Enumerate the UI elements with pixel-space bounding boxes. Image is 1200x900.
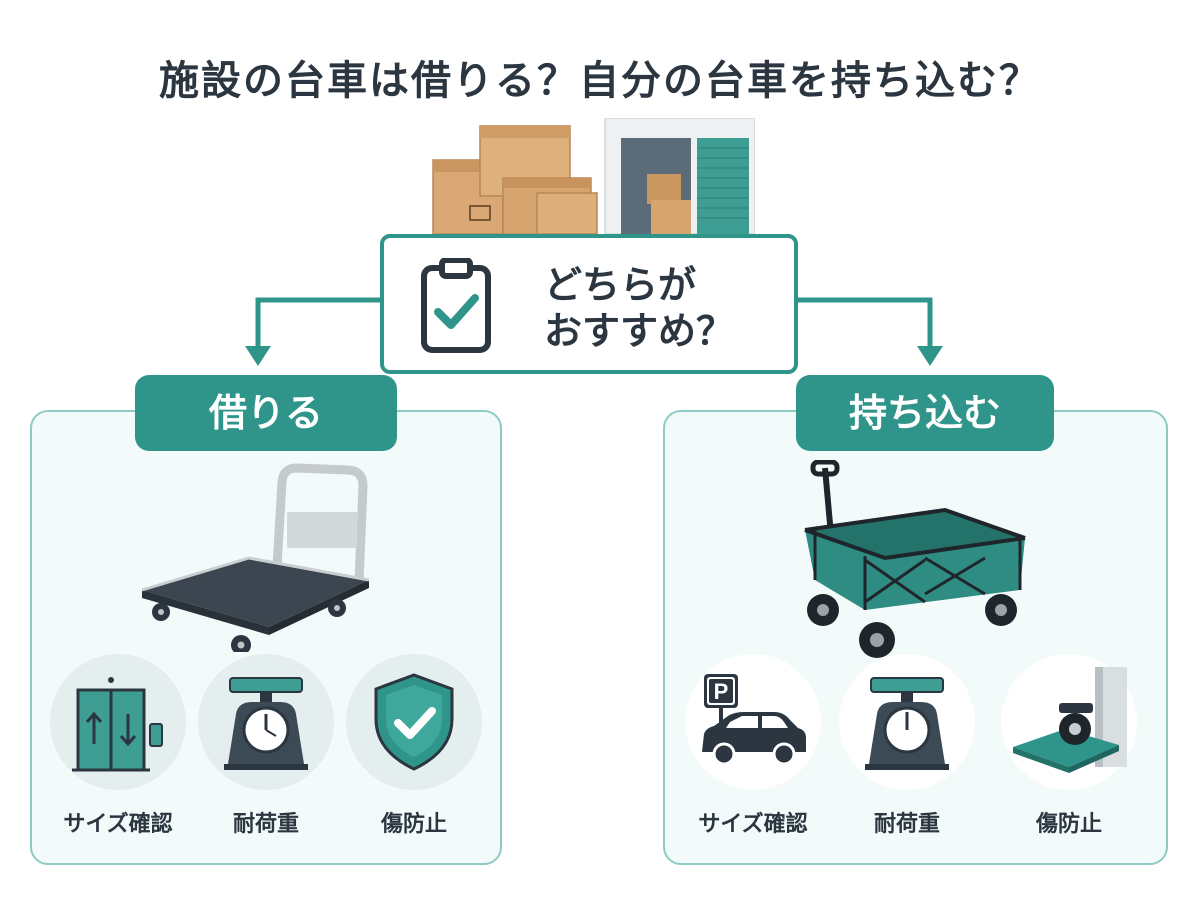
feature-damage-prevention: 傷防止 [999, 654, 1139, 838]
bring-own-panel: P サイズ確認 耐荷重 [663, 410, 1168, 865]
question-box: どちらが おすすめ？ [380, 234, 798, 374]
question-text: どちらが おすすめ？ [544, 262, 734, 354]
folding-wagon-illustration [804, 460, 1026, 658]
feature-load-capacity: 耐荷重 [837, 654, 977, 838]
floor-protector-icon [1013, 667, 1127, 773]
scale-icon [865, 677, 949, 770]
rent-panel: サイズ確認 耐荷重 傷防止 [30, 410, 502, 865]
question-line-1: どちらが [544, 263, 697, 307]
feature-size-check: P サイズ確認 [683, 654, 823, 838]
scale-icon [224, 677, 308, 770]
page-title: 施設の台車は借りる？自分の台車を持ち込む？ [159, 58, 1041, 104]
storage-boxes-illustration [432, 118, 755, 235]
question-line-2: おすすめ？ [544, 309, 735, 353]
parking-letter: P [714, 679, 729, 704]
elevator-icon [72, 677, 163, 772]
rent-heading: 借りる [135, 375, 397, 451]
feature-label: サイズ確認 [698, 812, 808, 837]
feature-size-check: サイズ確認 [48, 654, 188, 838]
parking-car-icon: P [702, 674, 806, 766]
feature-label: 耐荷重 [232, 812, 299, 837]
feature-load-capacity: 耐荷重 [196, 654, 336, 838]
feature-label: 耐荷重 [873, 812, 940, 837]
feature-label: サイズ確認 [63, 812, 173, 837]
shield-check-icon [374, 673, 454, 771]
feature-label: 傷防止 [380, 812, 447, 837]
bring-own-heading: 持ち込む [796, 375, 1054, 451]
feature-label: 傷防止 [1035, 812, 1102, 837]
hand-truck-illustration [141, 463, 370, 652]
clipboard-check-icon [421, 258, 491, 353]
feature-damage-prevention: 傷防止 [344, 654, 484, 838]
